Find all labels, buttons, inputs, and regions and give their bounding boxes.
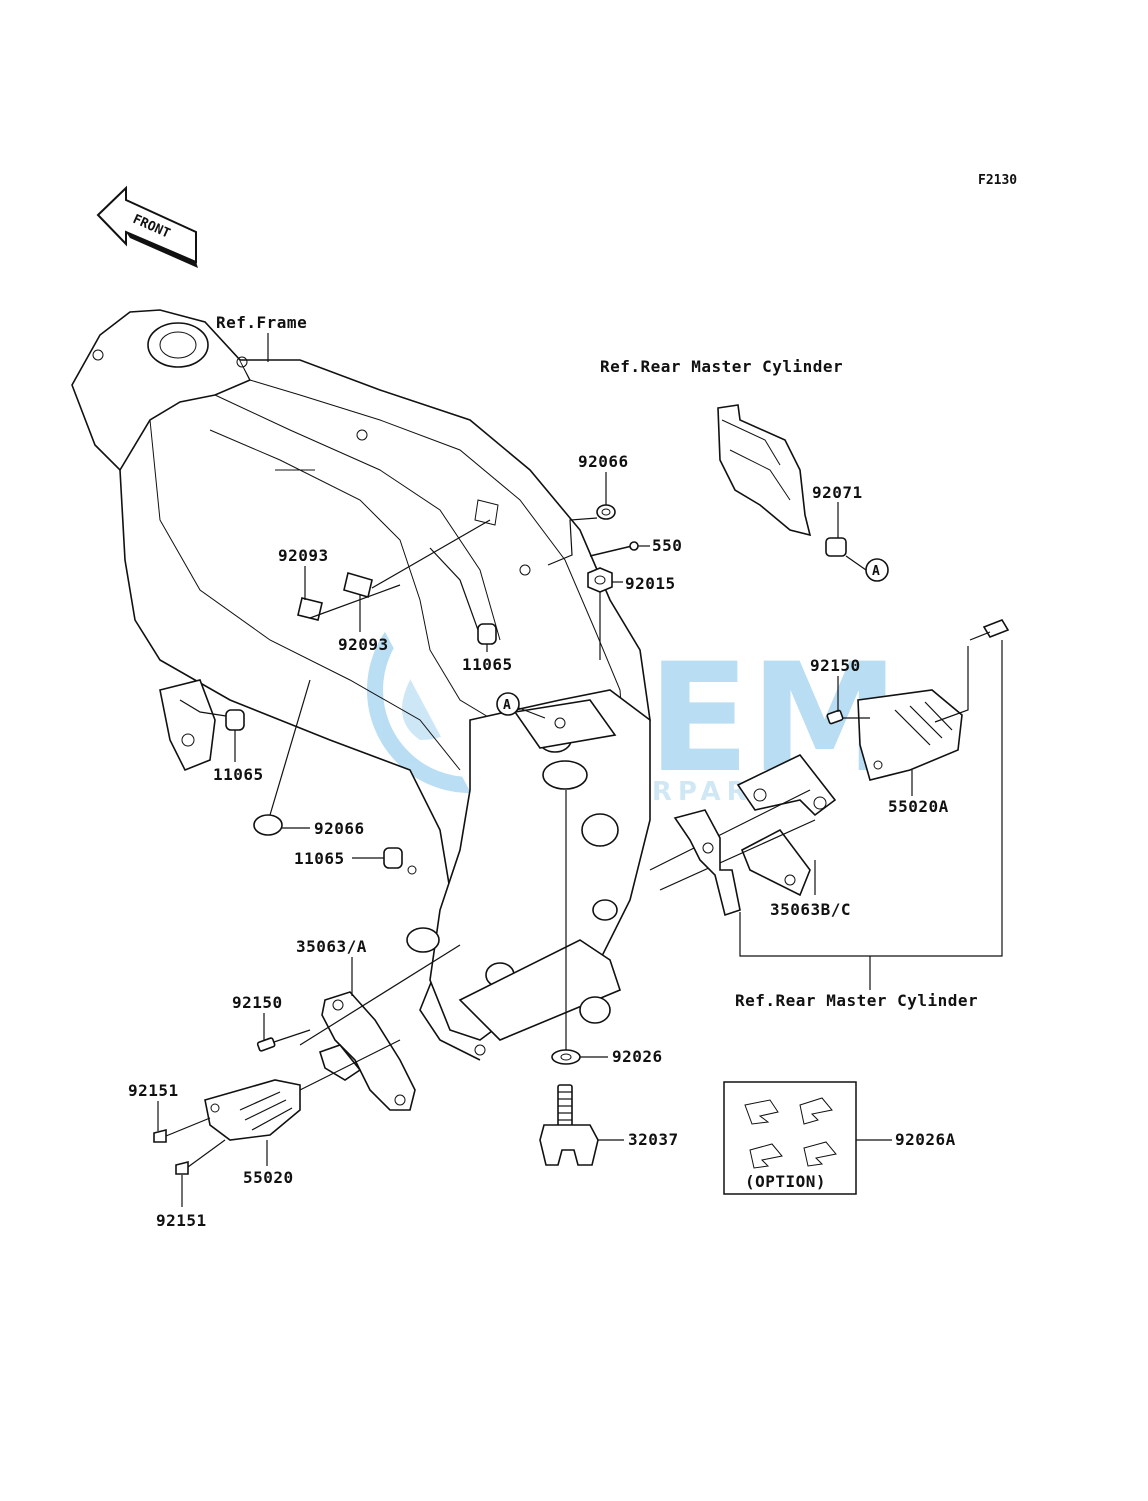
label-92026[interactable]: 92026 (612, 1047, 663, 1066)
part-11065-grommet-a (477, 623, 497, 645)
motorcycle-frame (71, 309, 651, 1061)
label-35063A[interactable]: 35063/A (296, 937, 367, 956)
ref-rear-master-cylinder-bottom: Ref.Rear Master Cylinder (735, 991, 978, 1010)
label-92066-b[interactable]: 92066 (314, 819, 365, 838)
callout-a-left: A (496, 692, 520, 716)
part-55020A-heel-guard (857, 689, 963, 781)
callout-a-right: A (865, 558, 889, 582)
figure-code: F2130 (978, 173, 1017, 188)
label-92151-a[interactable]: 92151 (128, 1081, 179, 1100)
part-92015-nut (587, 567, 613, 593)
label-92066-top[interactable]: 92066 (578, 452, 629, 471)
part-92151-screw-a (153, 1128, 167, 1143)
label-32037[interactable]: 32037 (628, 1130, 679, 1149)
part-92151-screw-b (175, 1160, 189, 1175)
part-92093-pad-a (297, 597, 323, 621)
part-92071-grommet (825, 537, 847, 557)
rear-master-cylinder-top (717, 404, 812, 537)
label-92151-b[interactable]: 92151 (156, 1211, 207, 1230)
label-92026A[interactable]: 92026A (895, 1130, 956, 1149)
part-92066-plug (253, 814, 283, 836)
part-32037-adjuster (539, 1084, 599, 1166)
label-55020A[interactable]: 55020A (888, 797, 949, 816)
label-92093-b[interactable]: 92093 (338, 635, 389, 654)
left-footpeg-bracket (299, 944, 461, 1111)
label-92015[interactable]: 92015 (625, 574, 676, 593)
part-11065-grommet-c (383, 847, 403, 869)
frame-bracket-a (513, 699, 617, 790)
option-label: (OPTION) (745, 1172, 826, 1191)
label-92093-a[interactable]: 92093 (278, 546, 329, 565)
ref-frame-label: Ref.Frame (216, 313, 307, 332)
part-92150-bolt-left (256, 1037, 276, 1052)
label-11065-a[interactable]: 11065 (462, 655, 513, 674)
part-92026-washer (551, 1049, 581, 1065)
part-550-pin (589, 541, 639, 557)
callout-a-left-text: A (503, 698, 511, 713)
part-92066-washer-top (596, 504, 616, 520)
label-550[interactable]: 550 (652, 536, 682, 555)
ref-rear-master-cylinder-top: Ref.Rear Master Cylinder (600, 357, 843, 376)
label-92150-left[interactable]: 92150 (232, 993, 283, 1012)
label-35063BC[interactable]: 35063B/C (770, 900, 851, 919)
label-92071[interactable]: 92071 (812, 483, 863, 502)
label-92150-right[interactable]: 92150 (810, 656, 861, 675)
part-55020-heel-guard (204, 1079, 301, 1141)
right-footpeg-bracket (649, 753, 837, 897)
part-long-bolt-right (969, 619, 1010, 641)
option-box: (OPTION) (723, 1081, 857, 1195)
callout-a-right-text: A (872, 564, 880, 579)
part-11065-grommet-b (225, 709, 245, 731)
rear-master-cylinder-switch (673, 809, 741, 917)
front-direction-arrow: FRONT (96, 185, 198, 268)
part-92150-bolt-right (826, 709, 844, 725)
label-11065-c[interactable]: 11065 (294, 849, 345, 868)
label-11065-b[interactable]: 11065 (213, 765, 264, 784)
label-55020[interactable]: 55020 (243, 1168, 294, 1187)
